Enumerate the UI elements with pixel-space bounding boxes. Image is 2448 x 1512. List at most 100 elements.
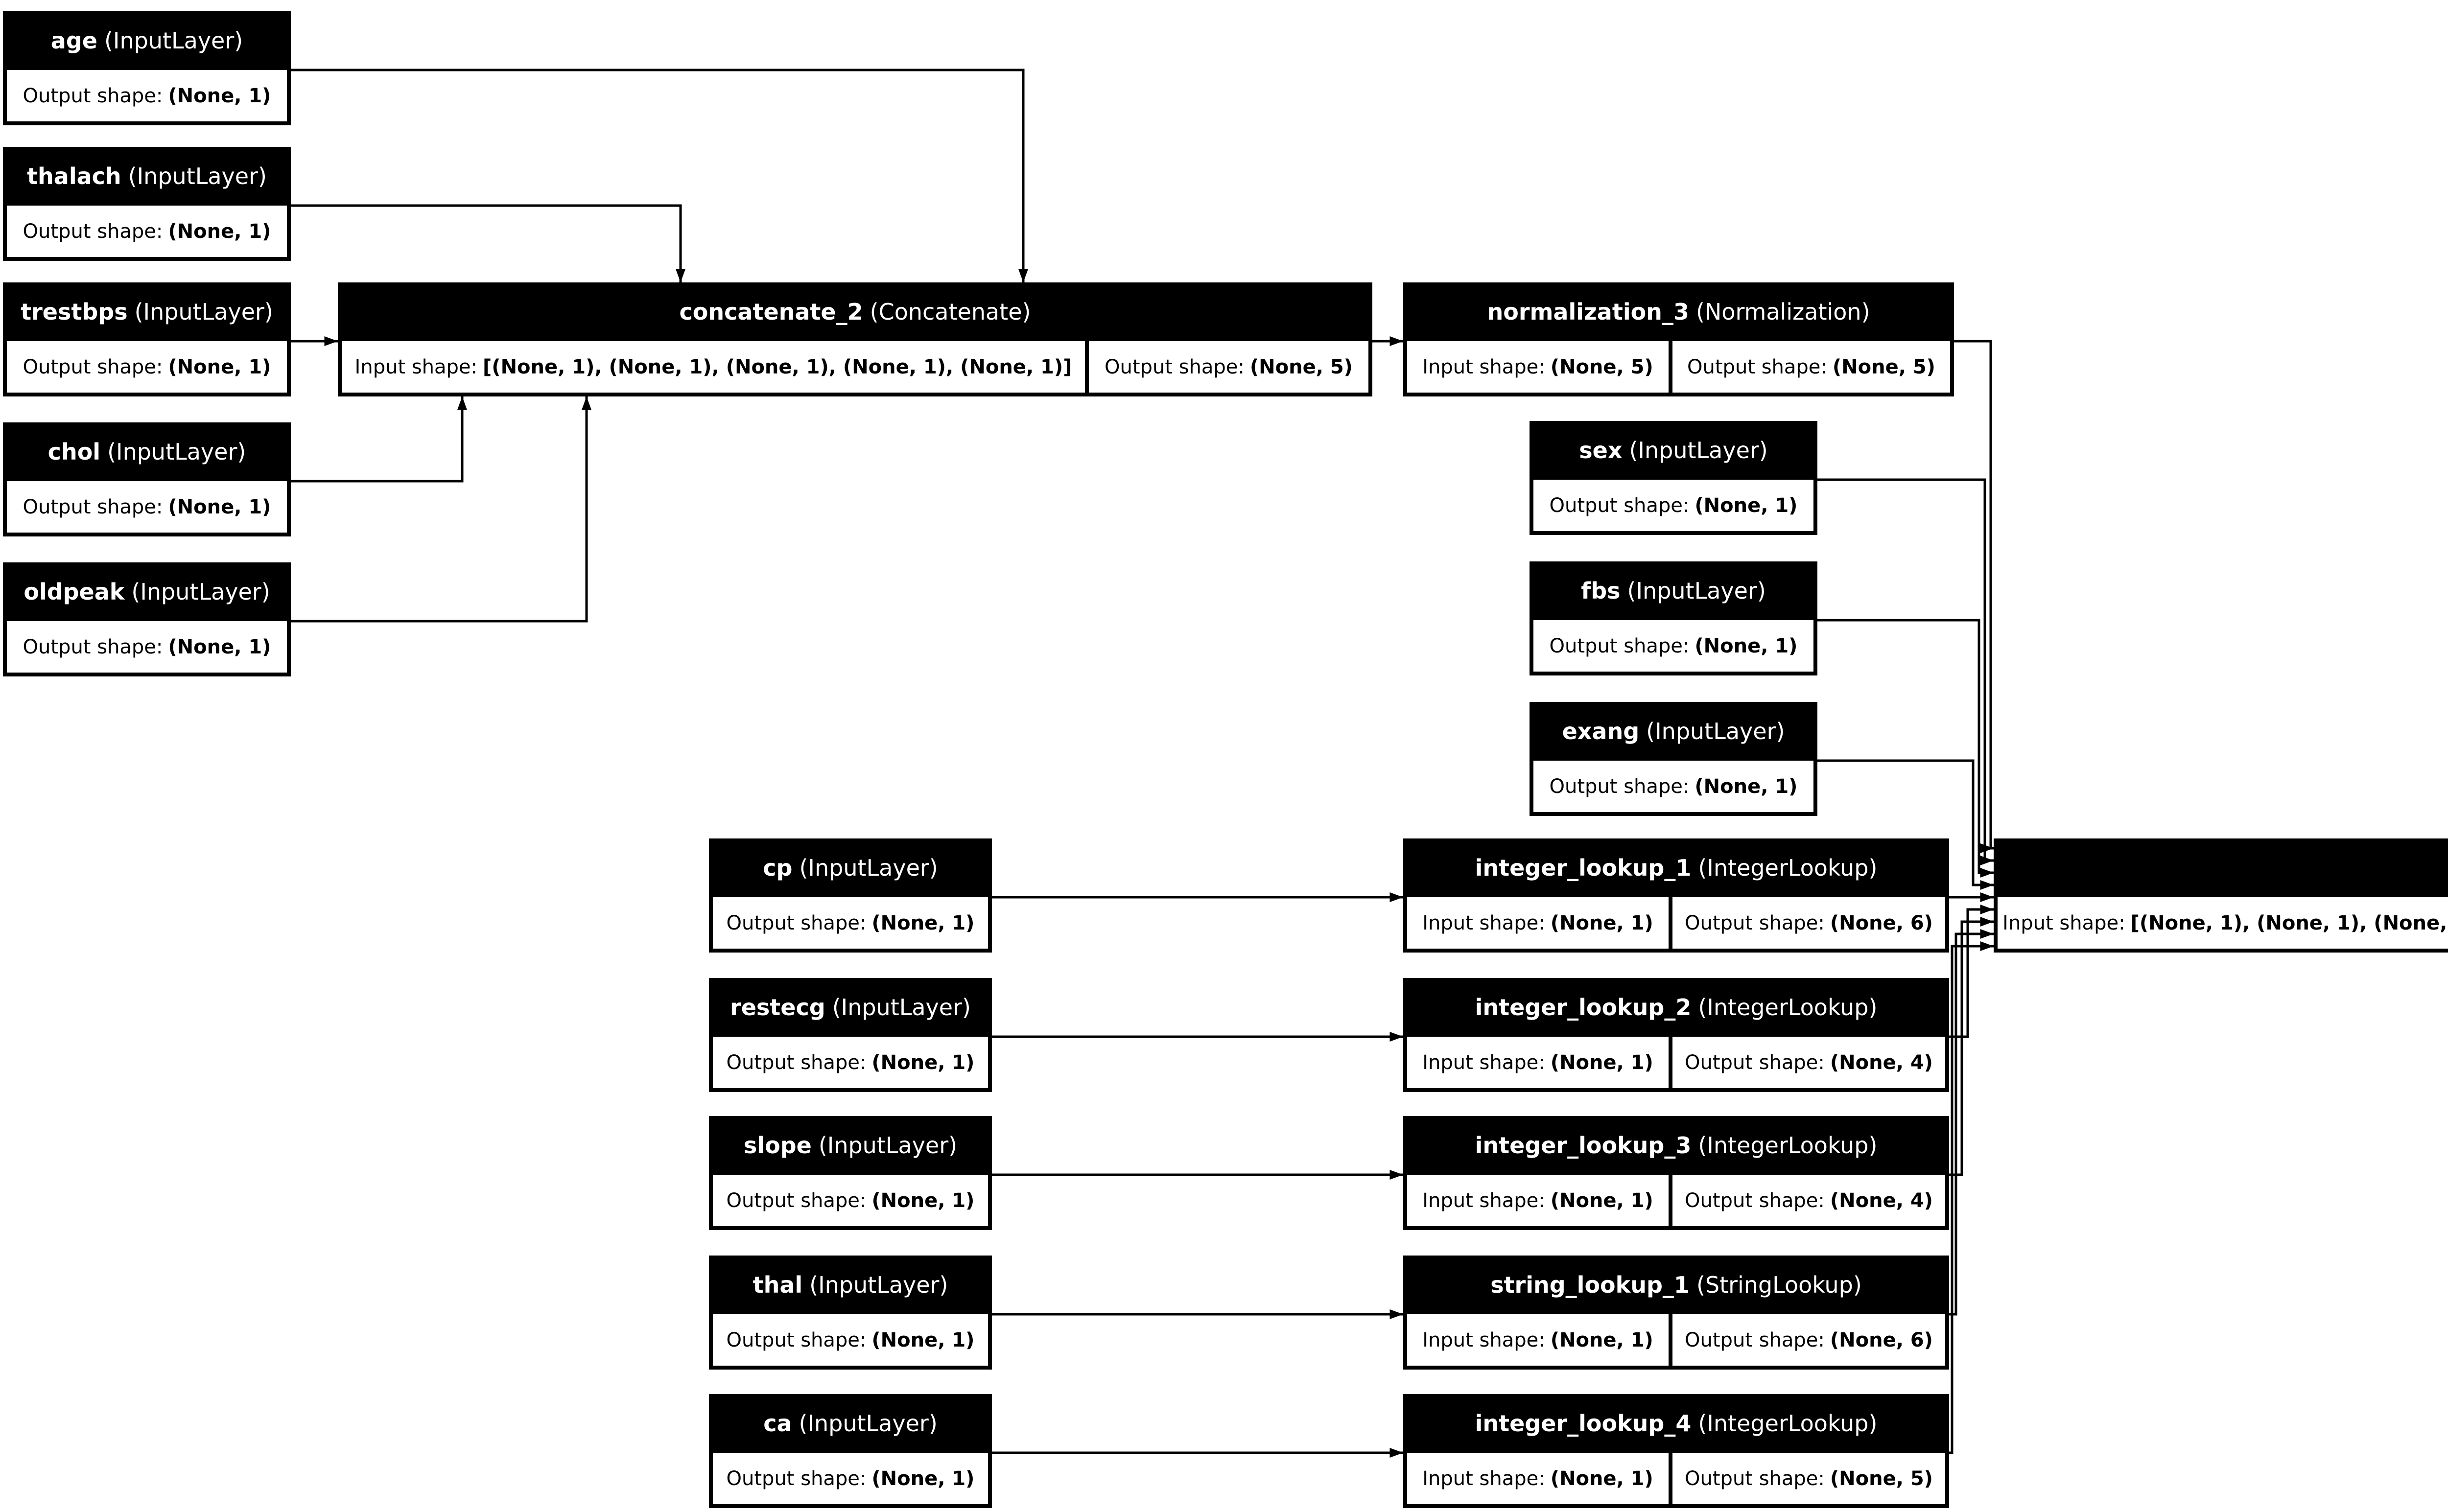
node-thal: thal(InputLayer) Output shape:(None, 1) xyxy=(709,1256,992,1370)
node-integer_lookup_4-shapes: Input shape:(None, 1) Output shape:(None… xyxy=(1407,1453,1945,1504)
input-shape-value: (None, 1) xyxy=(1550,1467,1653,1490)
output-shape-cell: Output shape:(None, 5) xyxy=(1672,1453,1945,1504)
node-trestbps-title: trestbps(InputLayer) xyxy=(7,282,287,341)
node-concatenate_3-title: concatenate_3(Concatenate) xyxy=(1998,838,2448,897)
input-shape-value: [(None, 1), (None, 1), (None, 1), (None,… xyxy=(2130,911,2448,934)
output-shape-value: (None, 6) xyxy=(1830,911,1933,934)
output-shape-value: (None, 1) xyxy=(871,911,975,934)
output-shape-cell: Output shape:(None, 1) xyxy=(7,621,287,673)
input-shape-cell: Input shape:(None, 5) xyxy=(1407,341,1669,393)
output-shape-label: Output shape: xyxy=(1685,1189,1825,1212)
node-chol-title: chol(InputLayer) xyxy=(7,422,287,481)
layer-type: (Normalization) xyxy=(1695,299,1870,325)
output-shape-value: (None, 4) xyxy=(1830,1189,1933,1212)
output-shape-value: (None, 1) xyxy=(168,355,271,378)
edge-string_lookup_1-to-concatenate_3 xyxy=(1949,929,1994,1316)
edge-chol-to-concatenate_2 xyxy=(291,396,467,483)
input-shape-label: Input shape: xyxy=(1422,1467,1545,1490)
output-shape-cell: Output shape:(None, 5) xyxy=(1672,341,1950,393)
input-shape-cell: Input shape:(None, 1) xyxy=(1407,1453,1669,1504)
node-age-shapes: Output shape:(None, 1) xyxy=(7,70,287,121)
output-shape-cell: Output shape:(None, 6) xyxy=(1672,897,1945,949)
input-shape-value: (None, 1) xyxy=(1550,1051,1653,1074)
node-integer_lookup_4: integer_lookup_4(IntegerLookup) Input sh… xyxy=(1403,1394,1949,1508)
output-shape-cell: Output shape:(None, 4) xyxy=(1672,1037,1945,1088)
output-shape-value: (None, 6) xyxy=(1830,1328,1933,1351)
node-thalach-title: thalach(InputLayer) xyxy=(7,147,287,206)
node-exang-title: exang(InputLayer) xyxy=(1533,702,1813,761)
output-shape-label: Output shape: xyxy=(1685,911,1825,934)
input-shape-cell: Input shape:[(None, 1), (None, 1), (None… xyxy=(342,341,1085,393)
node-restecg-title: restecg (InputLayer) xyxy=(713,978,988,1037)
output-shape-value: (None, 5) xyxy=(1249,355,1353,378)
output-shape-label: Output shape: xyxy=(726,1051,867,1074)
node-sex-shapes: Output shape:(None, 1) xyxy=(1533,480,1813,531)
layer-type: (InputLayer) xyxy=(809,1272,948,1298)
node-oldpeak: oldpeak(InputLayer) Output shape:(None, … xyxy=(3,562,291,676)
layer-type: (InputLayer) xyxy=(131,579,270,605)
layer-name: concatenate_2 xyxy=(679,299,863,325)
layer-type: (IntegerLookup) xyxy=(1698,994,1878,1021)
layer-type: (InputLayer) xyxy=(104,27,243,54)
layer-type: (IntegerLookup) xyxy=(1698,1410,1878,1437)
input-shape-label: Input shape: xyxy=(1422,911,1545,934)
layer-name: trestbps xyxy=(21,299,128,325)
node-age: age (InputLayer) Output shape:(None, 1) xyxy=(3,11,291,125)
node-integer_lookup_2: integer_lookup_2(IntegerLookup) Input sh… xyxy=(1403,978,1949,1092)
output-shape-cell: Output shape:(None, 1) xyxy=(1533,761,1813,812)
node-concatenate_2-title: concatenate_2(Concatenate) xyxy=(342,282,1368,341)
layer-type: (InputLayer) xyxy=(1627,578,1766,604)
output-shape-label: Output shape: xyxy=(1685,1328,1825,1351)
output-shape-value: (None, 1) xyxy=(1695,775,1798,798)
edge-fbs-to-concatenate_3 xyxy=(1817,619,1994,878)
node-fbs: fbs(InputLayer) Output shape:(None, 1) xyxy=(1530,561,1817,675)
layer-name: age xyxy=(50,27,97,54)
layer-name: chol xyxy=(47,439,101,465)
node-normalization_3: normalization_3(Normalization) Input sha… xyxy=(1403,282,1954,396)
node-restecg-shapes: Output shape:(None, 1) xyxy=(713,1037,988,1088)
input-shape-value: (None, 1) xyxy=(1550,1328,1653,1351)
output-shape-label: Output shape: xyxy=(1549,775,1690,798)
node-exang: exang(InputLayer) Output shape:(None, 1) xyxy=(1530,702,1817,816)
node-integer_lookup_1-shapes: Input shape:(None, 1) Output shape:(None… xyxy=(1407,897,1945,949)
node-chol: chol(InputLayer) Output shape:(None, 1) xyxy=(3,422,291,536)
node-integer_lookup_2-title: integer_lookup_2(IntegerLookup) xyxy=(1407,978,1945,1037)
output-shape-cell: Output shape:(None, 1) xyxy=(713,1175,988,1226)
layer-name: slope xyxy=(743,1132,812,1159)
node-normalization_3-shapes: Input shape:(None, 5) Output shape:(None… xyxy=(1407,341,1950,393)
output-shape-value: (None, 1) xyxy=(871,1328,975,1351)
input-shape-cell: Input shape:[(None, 1), (None, 1), (None… xyxy=(1998,897,2448,949)
output-shape-cell: Output shape:(None, 1) xyxy=(7,481,287,533)
input-shape-cell: Input shape:(None, 1) xyxy=(1407,1175,1669,1226)
node-ca: ca(InputLayer) Output shape:(None, 1) xyxy=(709,1394,992,1508)
output-shape-cell: Output shape:(None, 1) xyxy=(713,897,988,949)
output-shape-cell: Output shape:(None, 1) xyxy=(713,1453,988,1504)
output-shape-value: (None, 1) xyxy=(168,220,271,243)
input-shape-cell: Input shape:(None, 1) xyxy=(1407,1314,1669,1366)
edge-sex-to-concatenate_3 xyxy=(1817,478,1994,865)
node-integer_lookup_2-shapes: Input shape:(None, 1) Output shape:(None… xyxy=(1407,1037,1945,1088)
output-shape-label: Output shape: xyxy=(23,495,163,518)
node-integer_lookup_3-shapes: Input shape:(None, 1) Output shape:(None… xyxy=(1407,1175,1945,1226)
node-slope-shapes: Output shape:(None, 1) xyxy=(713,1175,988,1226)
output-shape-cell: Output shape:(None, 1) xyxy=(713,1037,988,1088)
output-shape-cell: Output shape:(None, 1) xyxy=(1533,620,1813,672)
output-shape-cell: Output shape:(None, 1) xyxy=(713,1314,988,1366)
output-shape-label: Output shape: xyxy=(1105,355,1245,378)
output-shape-label: Output shape: xyxy=(726,911,867,934)
node-thal-title: thal(InputLayer) xyxy=(713,1256,988,1314)
layer-name: fbs xyxy=(1581,578,1621,604)
layer-type: (InputLayer) xyxy=(832,994,971,1021)
layer-type: (InputLayer) xyxy=(1629,437,1768,464)
node-restecg: restecg (InputLayer) Output shape:(None, … xyxy=(709,978,992,1092)
node-ca-shapes: Output shape:(None, 1) xyxy=(713,1453,988,1504)
layer-name: restecg xyxy=(730,994,825,1021)
node-cp: cp(InputLayer) Output shape:(None, 1) xyxy=(709,838,992,953)
output-shape-cell: Output shape:(None, 1) xyxy=(1533,480,1813,531)
input-shape-value: [(None, 1), (None, 1), (None, 1), (None,… xyxy=(483,355,1072,378)
output-shape-label: Output shape: xyxy=(23,220,163,243)
node-cp-shapes: Output shape:(None, 1) xyxy=(713,897,988,949)
layer-type: (IntegerLookup) xyxy=(1698,1132,1878,1159)
edge-integer_lookup_2-to-concatenate_3 xyxy=(1949,905,1994,1038)
